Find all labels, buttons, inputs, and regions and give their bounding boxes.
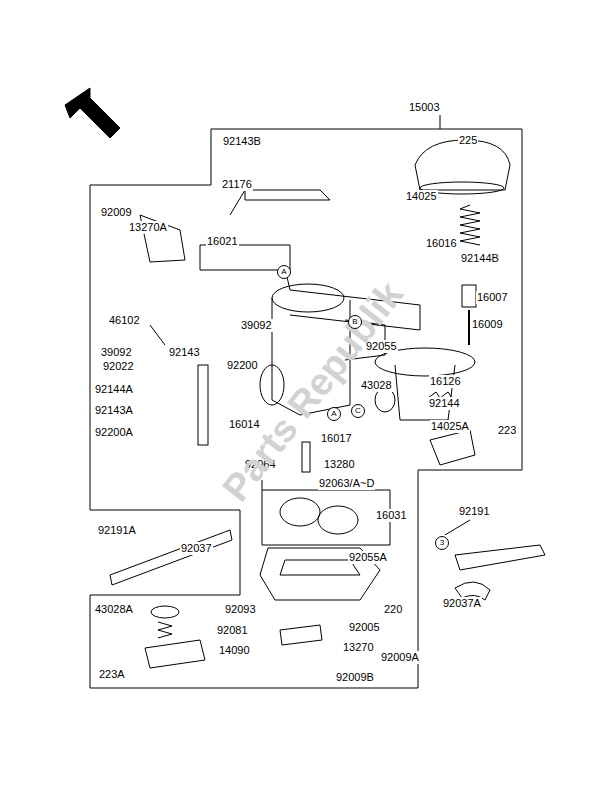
- floats: [280, 498, 358, 534]
- pilot-screw-set: [200, 245, 290, 270]
- reference-letter: C: [355, 407, 361, 415]
- callout-number: 220: [383, 603, 403, 616]
- callout-number: 92200: [226, 359, 259, 372]
- callout-number: 16031: [375, 509, 408, 522]
- needle-holder: [462, 285, 476, 307]
- assembly-outline: [90, 129, 522, 688]
- callout-number: 92191: [458, 505, 491, 518]
- main-jet: [302, 442, 310, 472]
- callout-number: 39092: [100, 346, 133, 359]
- hose-92191A: [110, 530, 232, 585]
- callout-number: 46102: [108, 314, 141, 327]
- callout-number: 92022: [102, 360, 135, 373]
- reference-circle: A: [277, 265, 291, 279]
- callout-number: 92143B: [222, 135, 262, 148]
- callout-number: 92037A: [442, 597, 482, 610]
- reference-letter: B: [352, 318, 357, 326]
- callout-number: 21176: [221, 178, 253, 191]
- callout-number: 92009A: [380, 651, 420, 664]
- callout-number: 16007: [476, 291, 509, 304]
- top-cap: [415, 140, 510, 194]
- leader: [440, 115, 441, 129]
- callout-number: 92037: [180, 542, 213, 555]
- callout-number: 223: [497, 424, 517, 437]
- callout-number: 14025: [405, 190, 438, 203]
- callout-number: 39092: [240, 319, 273, 332]
- fitting: [280, 625, 322, 645]
- spring: [460, 205, 480, 245]
- callout-number: 16021: [206, 235, 239, 248]
- callout-number: 92143A: [94, 404, 134, 417]
- rod: [150, 325, 165, 345]
- callout-number: 16009: [471, 318, 504, 331]
- callout-number: 92144A: [94, 383, 134, 396]
- callout-number: 43028A: [94, 603, 134, 616]
- jet-needle: [468, 310, 470, 345]
- callout-number: 225: [458, 134, 478, 147]
- callout-number: 43028: [360, 379, 393, 392]
- cover-14025A: [430, 430, 475, 465]
- direction-arrow: [65, 88, 120, 138]
- reference-circle: C: [351, 404, 365, 418]
- callout-number: 16126: [429, 375, 462, 388]
- choke-lever: [230, 190, 330, 215]
- callout-number: 223A: [98, 668, 126, 681]
- reference-letter: A: [281, 268, 286, 276]
- jet-assembly: [198, 365, 208, 445]
- callout-number: 92009: [100, 206, 133, 219]
- callout-number: 13270: [342, 641, 375, 654]
- callout-number: 92093: [224, 603, 257, 616]
- spring-92081: [158, 622, 172, 638]
- callout-number: 92200A: [94, 426, 134, 439]
- reference-circle: B: [348, 315, 362, 329]
- callout-number: 92063/A~D: [318, 477, 375, 490]
- reference-letter: 3: [440, 539, 444, 547]
- callout-number: 92005: [348, 621, 381, 634]
- callout-number: 14090: [218, 644, 251, 657]
- callout-number: 92144B: [460, 252, 500, 265]
- callout-number: 92009B: [335, 671, 375, 684]
- callout-number: 92144: [428, 397, 461, 410]
- callout-number: 14025A: [430, 420, 470, 433]
- callout-number: 92143: [168, 346, 201, 359]
- callout-number: 13280: [323, 458, 356, 471]
- callout-number: 92191A: [97, 524, 137, 537]
- callout-number: 15003: [408, 101, 441, 114]
- reference-circle: A: [327, 407, 341, 421]
- seal: [151, 606, 179, 618]
- callout-number: 13270A: [128, 221, 168, 234]
- callout-number: 92081: [216, 624, 249, 637]
- cover-14090: [145, 640, 205, 668]
- callout-number: 16016: [425, 237, 458, 250]
- reference-letter: A: [331, 410, 336, 418]
- callout-number: 92055A: [348, 551, 388, 564]
- reference-circle: 3: [435, 536, 449, 550]
- hose-92191: [445, 520, 545, 570]
- callout-number: 16017: [320, 432, 353, 445]
